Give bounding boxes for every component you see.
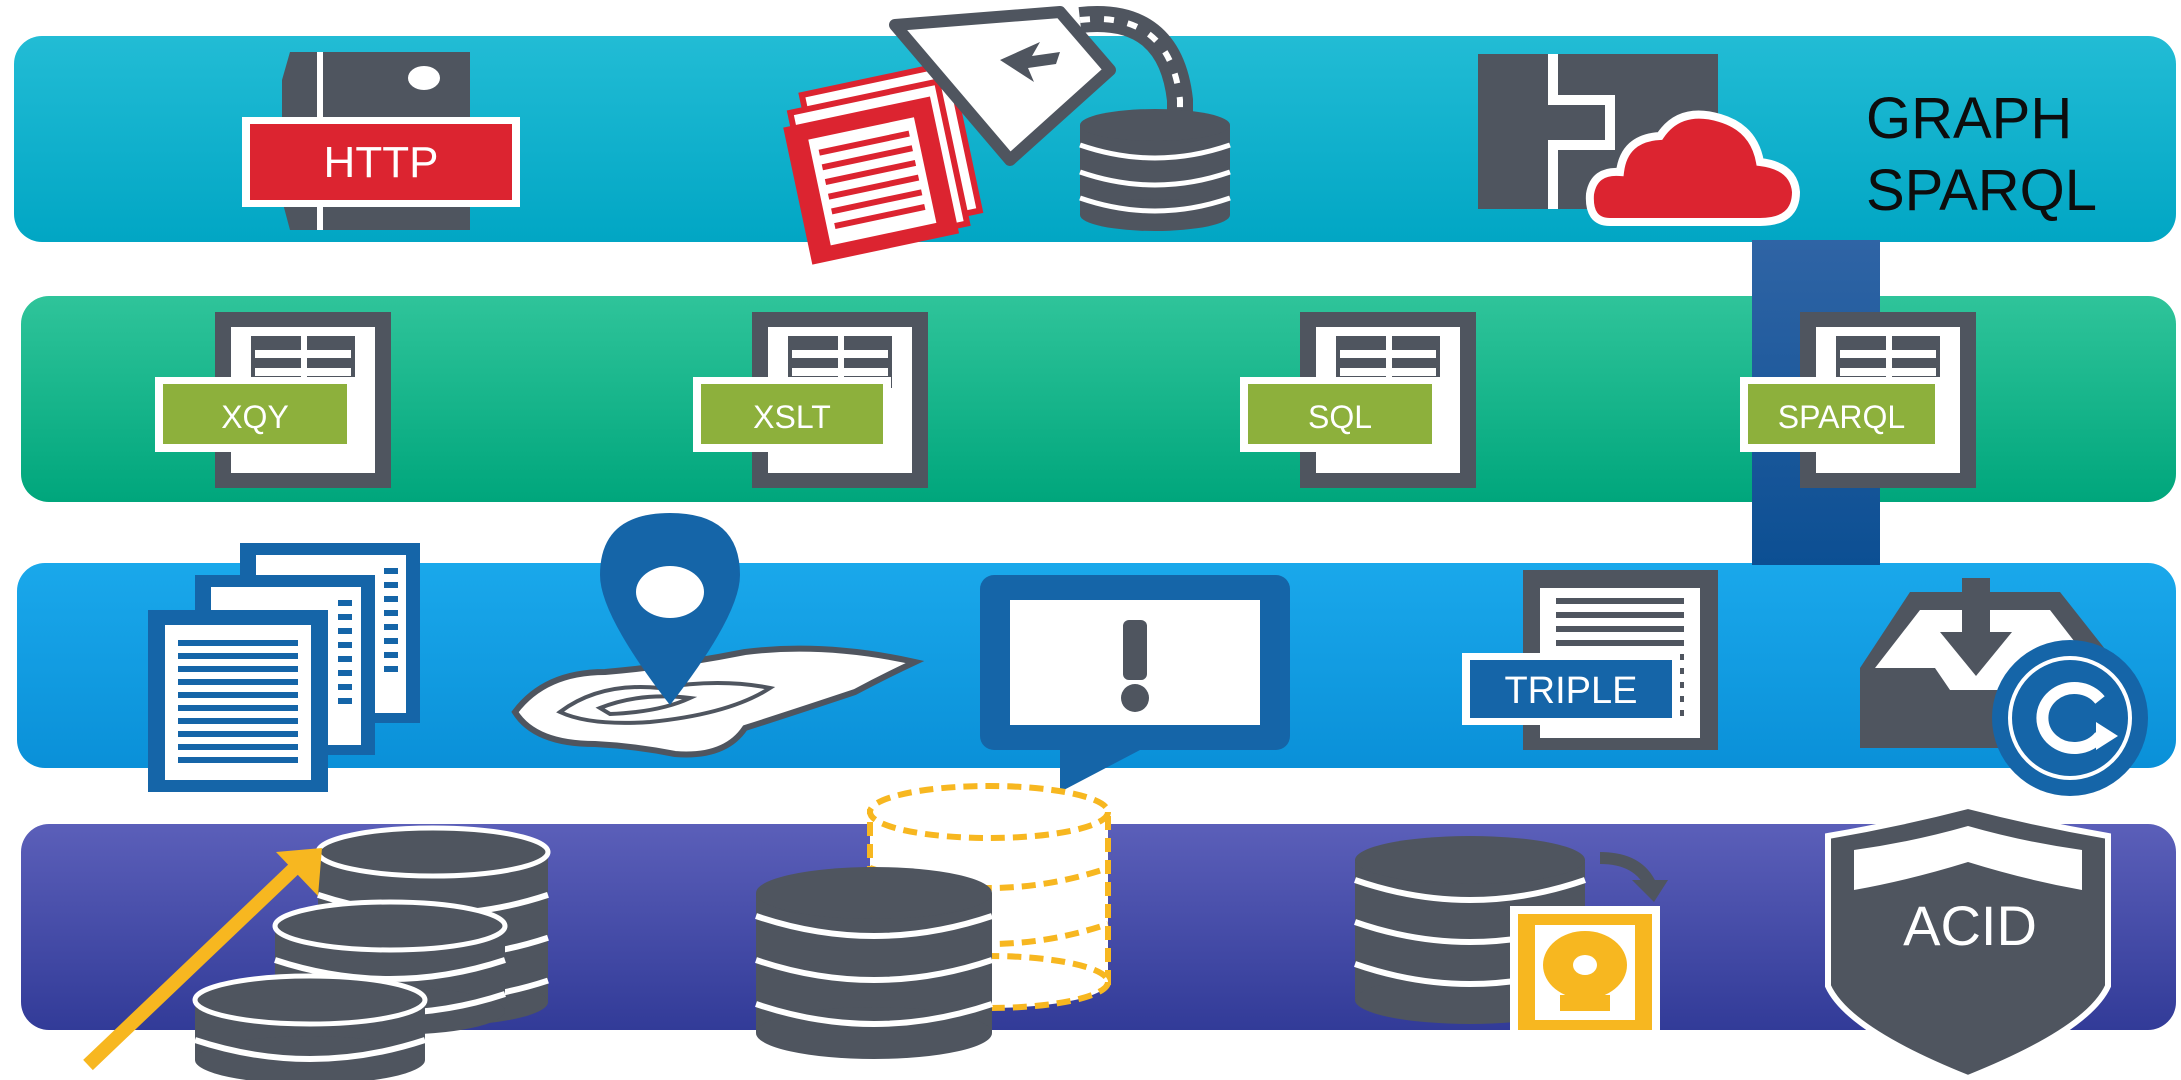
script-icon-sparql: SPARQL [1740,312,1976,488]
multi-document-icon [148,543,420,792]
script-icon-xslt: XSLT [693,312,928,488]
scaling-database-icon [83,825,551,1080]
triple-document-icon: TRIPLE [1462,570,1718,750]
server-icon: HTTP [242,52,520,230]
graph-label: GRAPH [1866,86,2072,151]
alert-monitor-icon [980,575,1290,792]
script-label: SPARQL [1778,399,1905,435]
document-pour-icon [783,6,1193,265]
cloud-gateway-icon [1478,54,1801,226]
script-label: XSLT [753,399,831,435]
acid-shield-icon: ACID [1825,802,2111,1080]
sparql-caption: SPARQL [1866,158,2097,223]
backup-disk-icon [1354,836,1668,1038]
http-label: HTTP [324,138,439,187]
tiered-database-icon [755,783,1111,1059]
script-icon-xqy: XQY [155,312,391,488]
triple-label: TRIPLE [1504,670,1637,712]
database-icon [1079,109,1231,231]
acid-label: ACID [1903,894,2037,957]
inbox-download-icon [1860,578,2148,796]
map-pin-icon [511,513,925,758]
script-label: XQY [221,399,289,435]
script-label: SQL [1308,399,1372,435]
script-icon-sql: SQL [1240,312,1476,488]
